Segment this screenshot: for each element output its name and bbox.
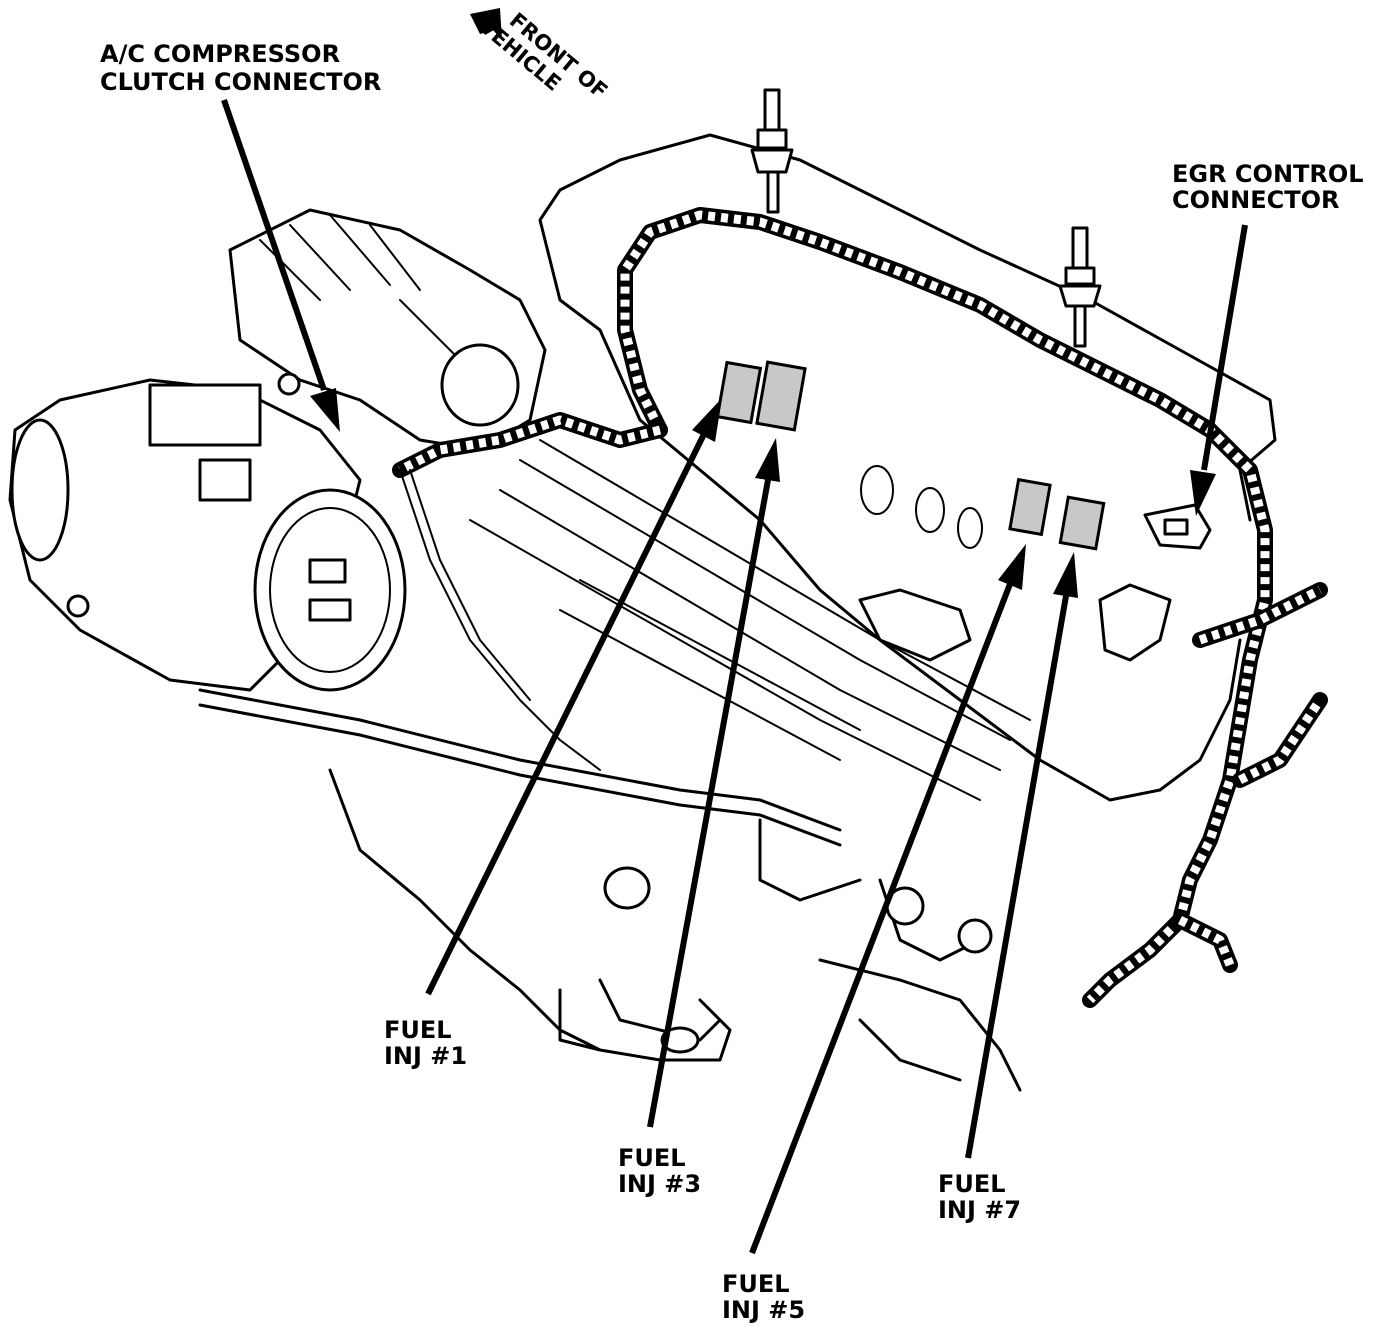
injector-1-connector	[715, 360, 763, 425]
inj3-label-line1: FUEL	[618, 1144, 686, 1172]
inj5-label-line2: INJ #5	[722, 1296, 805, 1324]
inj7-arrowhead	[1053, 552, 1078, 598]
head-boss-3	[957, 507, 983, 549]
lower-manifold	[328, 768, 1022, 1092]
inj5-leader	[749, 582, 1013, 1255]
inj1-label-line2: INJ #1	[384, 1042, 467, 1070]
wiring-harness	[392, 207, 1328, 1008]
injector-7-connector	[1058, 495, 1106, 551]
egr-label-line2: CONNECTOR	[1172, 186, 1339, 214]
egr-label-line1: EGR CONTROL	[1172, 160, 1364, 188]
front-of-vehicle-label: FRONT OF VEHICLE	[474, 8, 612, 103]
egr-bracket	[1098, 583, 1172, 662]
ac-label-line2: CLUTCH CONNECTOR	[100, 68, 381, 96]
exhaust-port-3	[957, 918, 993, 954]
head-boss-2	[915, 487, 945, 533]
inj5-arrowhead	[998, 544, 1026, 590]
fuel-lines	[198, 469, 842, 847]
inj1-leader	[425, 430, 708, 996]
front-arrow-icon	[470, 8, 502, 40]
inj3-label-line2: INJ #3	[618, 1170, 701, 1198]
alternator	[228, 208, 547, 452]
egr-leader	[1201, 224, 1248, 471]
inj5-label-line1: FUEL	[722, 1270, 790, 1298]
exhaust-port-1	[603, 866, 651, 910]
manifold-bolt	[660, 1026, 700, 1054]
callout-leaders	[221, 99, 1248, 1255]
inj3-arrowhead	[755, 438, 780, 482]
ac-label-line1: A/C COMPRESSOR	[100, 40, 340, 68]
inj1-label-line1: FUEL	[384, 1016, 452, 1044]
injector-connectors	[715, 360, 1106, 551]
inj3-leader	[647, 479, 771, 1128]
injector-3-connector	[755, 360, 807, 432]
spark-plug-2	[1058, 226, 1102, 348]
valve-cover-emblem	[858, 588, 972, 662]
ac-leader	[221, 99, 327, 391]
egr-connector	[1143, 503, 1212, 550]
spark-plug-1	[750, 88, 794, 214]
inj7-leader	[965, 595, 1069, 1159]
inj7-label-line2: INJ #7	[938, 1196, 1021, 1224]
injector-5-connector	[1008, 477, 1052, 537]
egr-arrowhead	[1190, 470, 1216, 516]
inj1-arrowhead	[692, 398, 722, 442]
inj7-label-line1: FUEL	[938, 1170, 1006, 1198]
ac-compressor	[8, 378, 407, 692]
ac-arrowhead	[310, 388, 340, 432]
head-boss-1	[860, 465, 894, 515]
